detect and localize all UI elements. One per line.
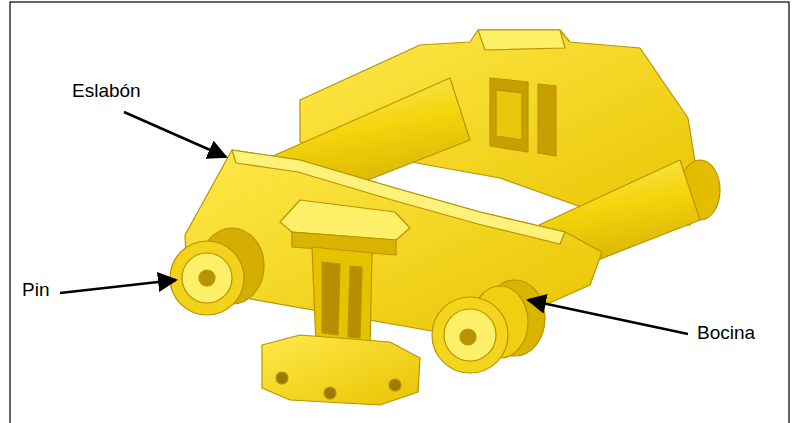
- leader-arrow: [528, 300, 688, 334]
- frame: [10, 2, 789, 423]
- part-label: Eslabón: [72, 80, 141, 103]
- part-label: Bocina: [697, 322, 755, 345]
- leader-arrow: [124, 112, 226, 157]
- pin-end: [170, 241, 244, 315]
- link-base: [262, 335, 420, 405]
- leader-arrow: [60, 280, 176, 293]
- rear-window: [490, 78, 528, 152]
- part-label: Pin: [22, 279, 49, 302]
- bushing-end: [432, 297, 508, 373]
